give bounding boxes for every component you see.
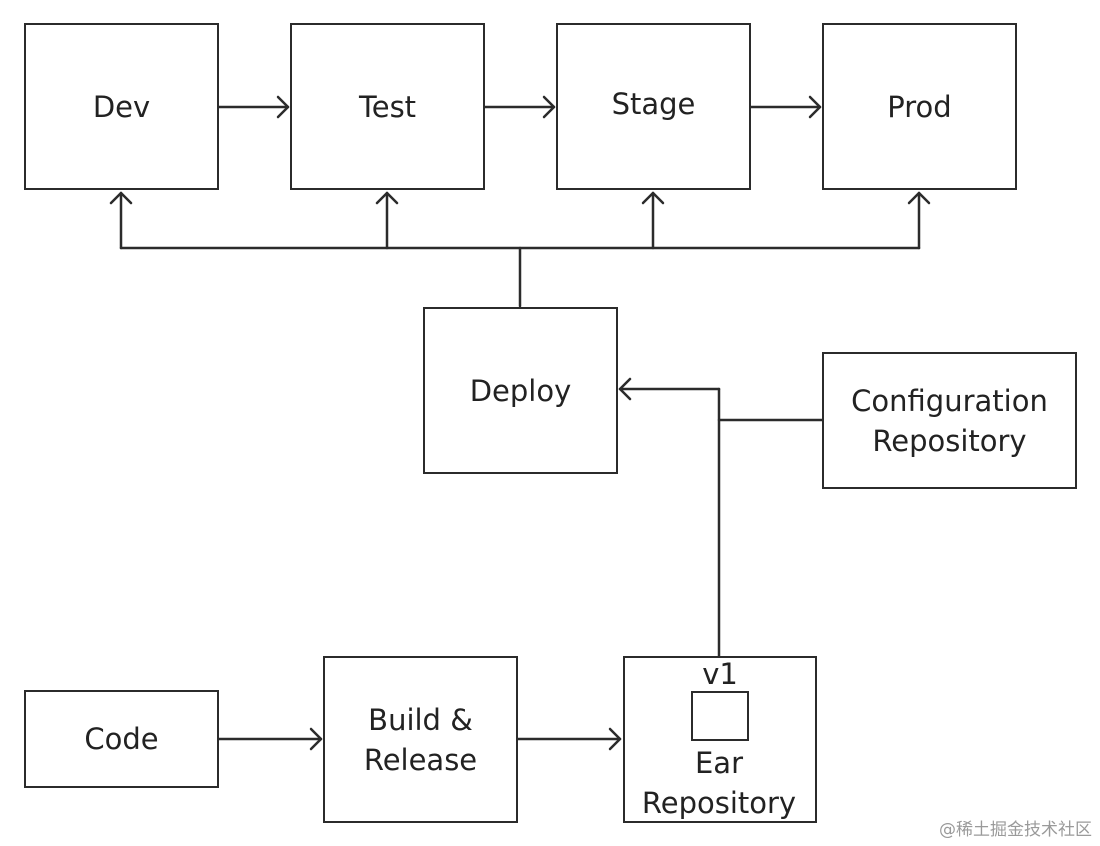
arrow-dev-to-test [217,95,290,119]
stage-stage-label: Stage [611,86,696,121]
configuration-repository-label-line1: Configuration [851,383,1048,418]
watermark-text: @稀土掘金技术社区 [939,820,1092,840]
deploy-box: Deploy [423,307,618,474]
arrow-repos-to-deploy [618,377,824,658]
ear-artifact-box [691,691,749,741]
ear-repository-label-line1: Ear [694,746,744,780]
dev-stage-label: Dev [92,89,151,124]
arrow-deploy-to-test [375,191,399,250]
deploy-label: Deploy [469,373,572,408]
code-box: Code [24,690,219,788]
prod-stage-box: Prod [822,23,1017,190]
prod-stage-label: Prod [887,89,952,124]
deploy-fanout-bus [119,246,921,308]
arrow-test-to-stage [483,95,556,119]
code-label: Code [84,722,159,756]
test-stage-label: Test [358,89,417,124]
arrow-build-to-ear [516,727,622,751]
arrow-code-to-build [217,727,323,751]
arrow-deploy-to-stage [641,191,665,250]
ear-repository-label: Ear Repository [624,743,814,823]
arrow-deploy-to-dev [109,191,133,250]
dev-stage-box: Dev [24,23,219,190]
arrow-stage-to-prod [749,95,822,119]
arrow-deploy-to-prod [907,191,931,250]
build-release-label-line1: Build & [368,702,473,737]
ear-repository-box [623,656,817,823]
build-release-box: Build & Release [323,656,518,823]
ear-repository-label-line2: Repository [641,786,797,820]
configuration-repository-box: Configuration Repository [822,352,1077,489]
configuration-repository-label-line2: Repository [872,423,1027,458]
build-release-label-line2: Release [363,742,478,777]
ear-version-label: v1 [702,657,738,691]
test-stage-box: Test [290,23,485,190]
stage-stage-box: Stage [556,23,751,190]
